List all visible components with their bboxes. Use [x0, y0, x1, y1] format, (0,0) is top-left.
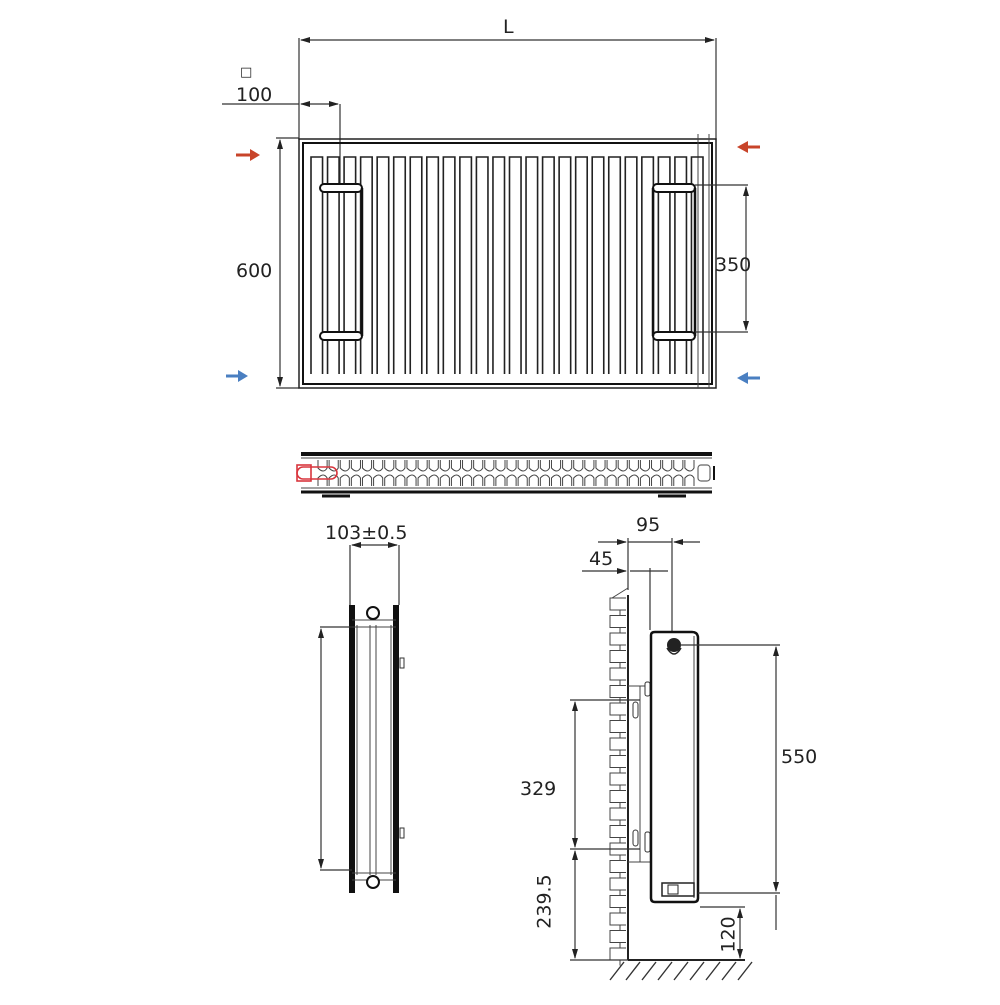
top-view: [296, 452, 715, 498]
square-symbol: □: [240, 65, 253, 80]
wall: [609, 587, 629, 966]
total-depth-label: 95: [636, 514, 661, 536]
offset-label: 100: [236, 84, 273, 106]
floor-clearance-label: 120: [717, 916, 740, 953]
valve-icon: [296, 466, 338, 480]
wall-gap-label: 45: [589, 548, 614, 570]
radiator-fins: [310, 156, 704, 374]
depth-label: 103±0.5: [325, 522, 408, 544]
bracket-height-label: 239.5: [533, 874, 556, 929]
top-view-channels: [317, 460, 695, 486]
floor-hatch: [609, 961, 753, 981]
bracket-spacing-label: 350: [715, 254, 752, 276]
bracket-distance-label: 329: [520, 778, 557, 800]
front-view: [222, 37, 760, 389]
side-view: [318, 542, 405, 893]
outlet-arrow-left-icon: [226, 370, 248, 382]
mounting-view: [570, 538, 780, 981]
height-label: 600: [236, 260, 273, 282]
connection-spacing-label: 550: [781, 746, 818, 768]
length-label: L: [503, 16, 514, 38]
inlet-arrow-right-icon: [737, 141, 760, 153]
outlet-arrow-right-icon: [737, 372, 760, 384]
inlet-arrow-left-icon: [236, 149, 260, 161]
